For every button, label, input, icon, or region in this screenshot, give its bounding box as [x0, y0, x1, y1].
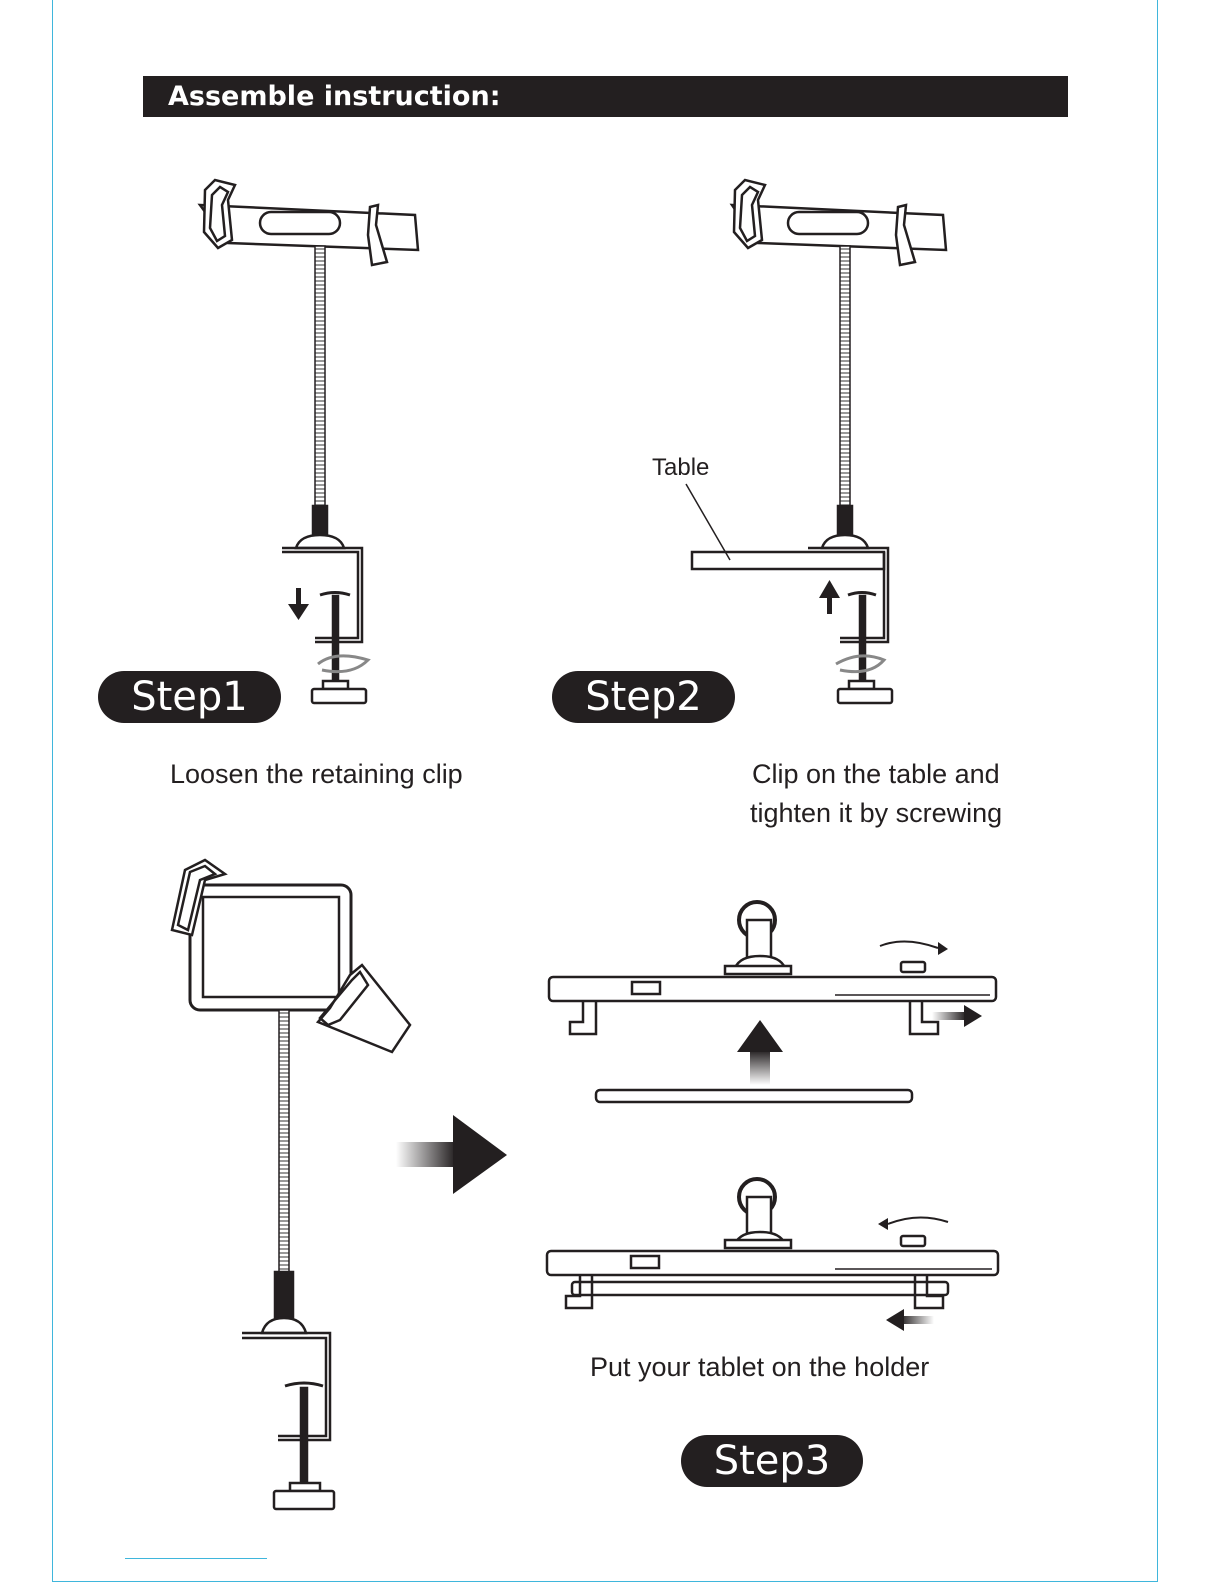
gooseneck-icon [840, 246, 850, 506]
holder-closed-diagram [547, 1179, 998, 1331]
holder-head-icon [200, 180, 418, 265]
step2-badge: Step2 [552, 671, 735, 723]
step2-caption-line2: tighten it by screwing [750, 794, 1002, 833]
big-right-arrow-icon [396, 1115, 507, 1194]
step3-assembled-holder [172, 860, 410, 1509]
tablet-edge-icon [596, 1090, 912, 1102]
right-arrow-icon [932, 1005, 982, 1027]
holder-open-diagram [549, 902, 996, 1102]
step2-caption-line1: Clip on the table and [752, 755, 1000, 794]
gooseneck-icon [315, 246, 325, 506]
gooseneck-icon [279, 1010, 289, 1272]
table-label: Table [652, 454, 709, 482]
step1-illustration [200, 180, 418, 703]
step2-illustration [686, 180, 946, 703]
down-arrow-icon [288, 588, 309, 620]
up-arrow-icon [819, 580, 840, 614]
footer-rule [125, 1558, 267, 1559]
up-arrow-icon [737, 1020, 783, 1085]
left-arrow-icon [886, 1309, 934, 1331]
table-slab-icon [692, 552, 884, 569]
holder-head-icon [732, 180, 946, 265]
tablet-icon [190, 885, 351, 1010]
step3-badge: Step3 [681, 1435, 863, 1487]
step1-caption: Loosen the retaining clip [170, 755, 463, 794]
step1-badge: Step1 [98, 671, 281, 723]
step3-caption: Put your tablet on the holder [590, 1348, 929, 1387]
